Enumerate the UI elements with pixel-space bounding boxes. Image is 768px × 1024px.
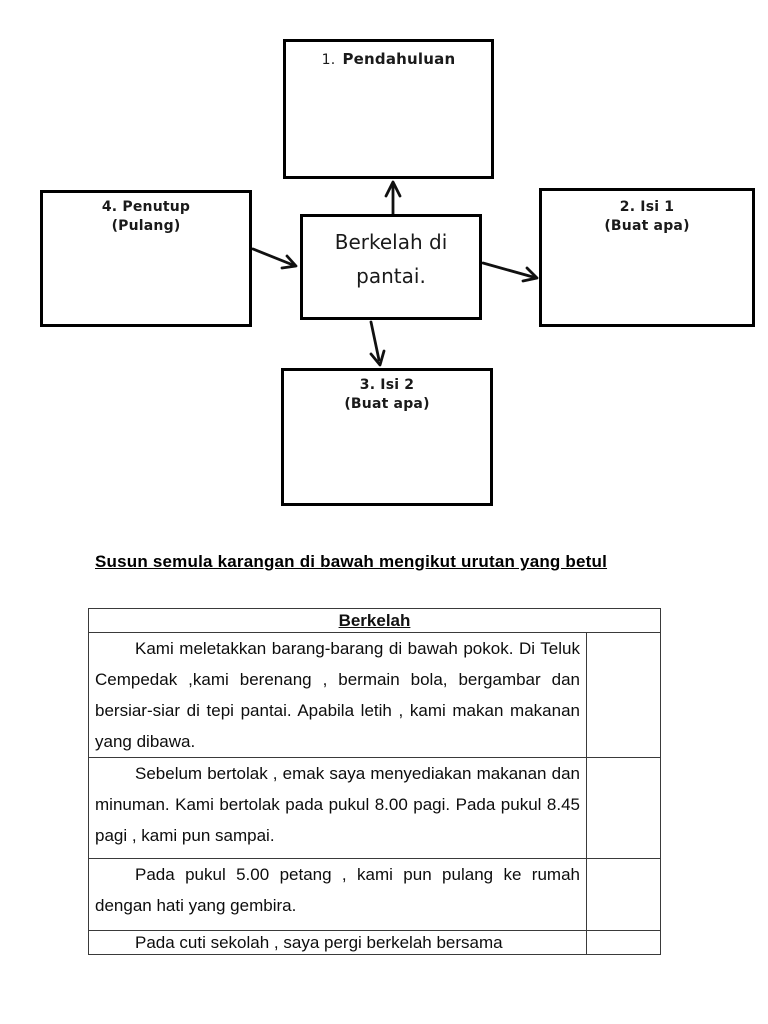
node-number: 1.	[321, 52, 336, 68]
answer-cell	[587, 859, 660, 930]
node-label: 1. Pendahuluan	[286, 50, 491, 70]
topic-line1: Berkelah di	[334, 230, 448, 254]
answer-cell	[587, 931, 660, 954]
essay-paragraph: Pada pukul 5.00 petang , kami pun pulang…	[95, 865, 580, 915]
arrow-center-to-pendahuluan	[384, 180, 402, 216]
table-row: Pada pukul 5.00 petang , kami pun pulang…	[89, 859, 660, 931]
paragraph-cell: Pada pukul 5.00 petang , kami pun pulang…	[89, 859, 587, 930]
node-label-line1: 2. Isi 1	[619, 199, 675, 215]
paragraph-cell: Kami meletakkan barang-barang di bawah p…	[89, 633, 587, 757]
topic-line2: pantai.	[356, 264, 426, 288]
diagram-node-isi2: 3. Isi 2 (Buat apa)	[281, 368, 493, 506]
diagram-center-topic: Berkelah di pantai.	[300, 214, 482, 320]
table-title: Berkelah	[89, 609, 660, 633]
answer-cell	[587, 758, 660, 858]
arrow-penutup-to-center	[251, 247, 298, 270]
instruction-heading: Susun semula karangan di bawah mengikut …	[95, 552, 608, 571]
table-row: Sebelum bertolak , emak saya menyediakan…	[89, 758, 660, 859]
essay-paragraph: Pada cuti sekolah , saya pergi berkelah …	[135, 933, 503, 952]
diagram-node-penutup: 4. Penutup (Pulang)	[40, 190, 252, 327]
node-label-line1: 3. Isi 2	[359, 377, 415, 393]
essay-paragraph: Sebelum bertolak , emak saya menyediakan…	[95, 764, 580, 845]
arrow-center-to-isi1	[481, 261, 539, 283]
table-row: Kami meletakkan barang-barang di bawah p…	[89, 633, 660, 758]
paragraph-cell: Sebelum bertolak , emak saya menyediakan…	[89, 758, 587, 858]
arrow-center-to-isi2	[369, 320, 386, 367]
diagram-node-pendahuluan: 1. Pendahuluan	[283, 39, 494, 179]
diagram-node-isi1: 2. Isi 1 (Buat apa)	[539, 188, 755, 327]
essay-paragraph: Kami meletakkan barang-barang di bawah p…	[95, 639, 580, 751]
node-label-line2: (Pulang)	[111, 218, 181, 234]
node-label-line2: (Buat apa)	[604, 218, 690, 234]
node-label-line1: 4. Penutup	[101, 199, 191, 215]
node-title: Pendahuluan	[342, 50, 456, 68]
table-row: Pada cuti sekolah , saya pergi berkelah …	[89, 931, 660, 954]
essay-table: Berkelah Kami meletakkan barang-barang d…	[88, 608, 661, 955]
node-label-line2: (Buat apa)	[344, 396, 430, 412]
paragraph-cell: Pada cuti sekolah , saya pergi berkelah …	[89, 931, 587, 954]
answer-cell	[587, 633, 660, 757]
essay-mindmap-diagram: 1. Pendahuluan 4. Penutup (Pulang) Berkel…	[40, 39, 755, 506]
